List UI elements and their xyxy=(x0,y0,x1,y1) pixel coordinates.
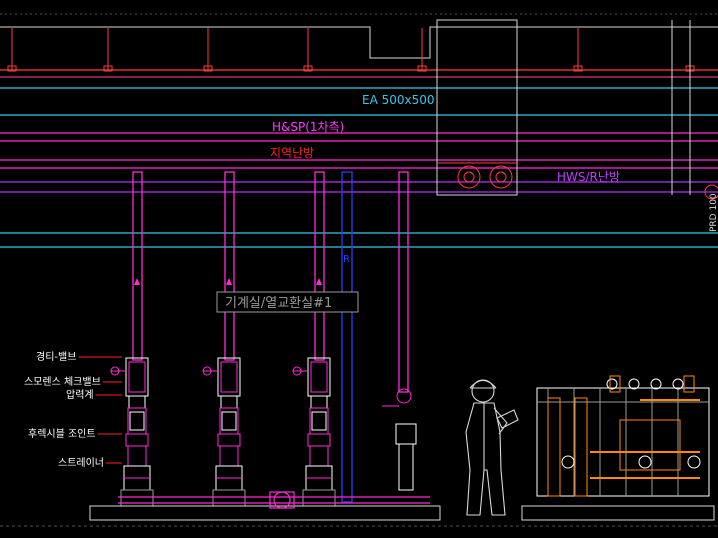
gauge xyxy=(628,378,640,390)
horizontal-pipes xyxy=(0,69,718,248)
valve xyxy=(561,455,575,469)
flex-joint xyxy=(307,433,331,447)
exchanger-plate-b xyxy=(574,397,588,497)
equipment-base xyxy=(0,505,718,527)
annotation: 압력계 xyxy=(66,388,122,401)
annotation: 스트레이너 xyxy=(58,457,122,469)
suction-header xyxy=(118,491,430,509)
coupling xyxy=(310,395,328,409)
pump-unit xyxy=(202,357,246,507)
hws-pipe-rack xyxy=(436,19,691,196)
control-valve-assembly xyxy=(619,419,681,471)
side-pipe-end: PRD 100 xyxy=(704,184,718,232)
annotation-text: 스모렌스 체크밸브 xyxy=(24,376,101,388)
pump-risers: R xyxy=(132,171,409,503)
pump-unit xyxy=(292,357,336,507)
duct-label: EA 500x500 xyxy=(362,93,435,107)
gauge xyxy=(650,378,662,390)
side-tag-label: PRD 100 xyxy=(709,193,718,232)
hanger-rods xyxy=(7,28,695,72)
booster-pumps xyxy=(110,357,417,507)
annotation-text: 후렉시블 조인트 xyxy=(28,428,96,440)
valve xyxy=(638,455,652,469)
heat-exchanger-skid xyxy=(536,375,710,497)
hsp-label: H&SP(1차측) xyxy=(272,120,344,134)
coupling xyxy=(128,395,146,409)
small-pump-unit xyxy=(382,388,417,491)
ceiling-slab xyxy=(0,13,718,59)
skid-frame xyxy=(536,387,710,497)
worker-figure xyxy=(465,379,519,516)
flow-arrows xyxy=(134,278,322,285)
flex-joint xyxy=(217,433,241,447)
annotation-text: 압력계 xyxy=(66,388,94,401)
coupling xyxy=(220,395,238,409)
room-label: 기계실/열교환실#1 xyxy=(225,296,332,311)
room-label-box: 기계실/열교환실#1 xyxy=(216,291,359,313)
svg-text:R: R xyxy=(343,254,350,265)
exchanger-plate-a xyxy=(547,397,561,497)
flex-joint xyxy=(125,433,149,447)
valve xyxy=(687,455,701,469)
district-heating-label: 지역난방 xyxy=(270,146,314,160)
annotation: 경티-밸브 xyxy=(36,350,122,363)
gauge xyxy=(606,378,618,390)
annotation-text: 경티-밸브 xyxy=(36,350,76,363)
pump-unit xyxy=(110,357,154,507)
annotation: 스모렌스 체크밸브 xyxy=(24,376,122,388)
annotation-text: 스트레이너 xyxy=(58,457,104,469)
hws-label: HWS/R난방 xyxy=(557,170,620,184)
gauge xyxy=(672,378,684,390)
annotation: 후렉시블 조인트 xyxy=(28,428,122,440)
